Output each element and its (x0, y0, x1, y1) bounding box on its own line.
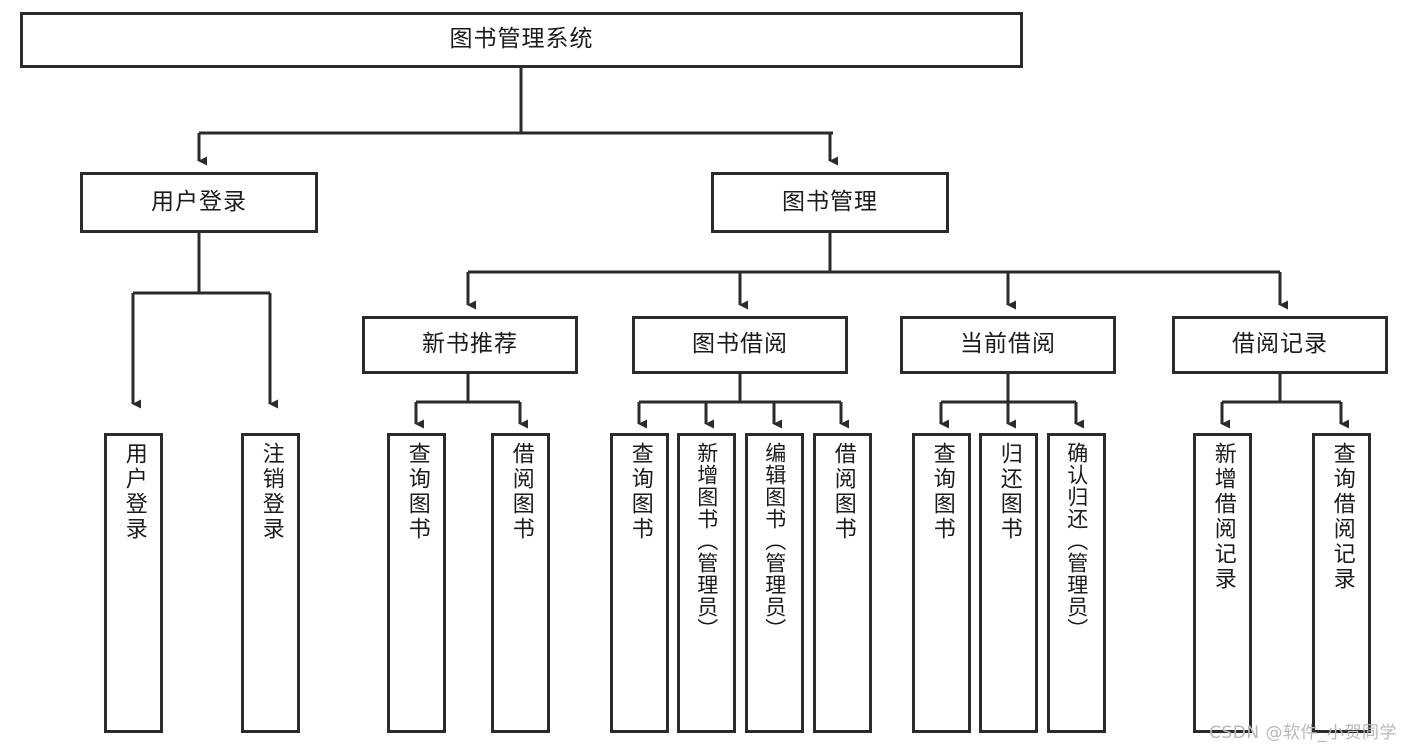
node-book-borrow-label: 图书借阅 (692, 331, 788, 358)
leaf-book-borrow-4[interactable]: 借阅图书 (813, 433, 872, 733)
leaf-label: 查询图书 (929, 442, 955, 542)
node-book-borrow[interactable]: 图书借阅 (632, 316, 848, 374)
node-new-book-rec[interactable]: 新书推荐 (362, 316, 578, 374)
leaf-book-borrow-1[interactable]: 查询图书 (610, 433, 669, 733)
node-root[interactable]: 图书管理系统 (20, 12, 1023, 68)
node-borrow-record-label: 借阅记录 (1232, 331, 1328, 358)
leaf-label: 查询借阅记录 (1329, 442, 1355, 592)
leaf-borrow-record-2[interactable]: 查询借阅记录 (1312, 433, 1371, 733)
leaf-book-borrow-3[interactable]: 编辑图书（管理员） (745, 433, 804, 733)
leaf-label: 查询图书 (627, 442, 653, 542)
leaf-label: 确认归还（管理员） (1064, 442, 1089, 640)
leaf-label: 归还图书 (996, 442, 1022, 542)
leaf-label: 借阅图书 (508, 442, 534, 542)
leaf-label: 用户登录 (121, 442, 147, 542)
node-book-manage[interactable]: 图书管理 (711, 172, 949, 233)
node-borrow-record[interactable]: 借阅记录 (1172, 316, 1388, 374)
leaf-user-login-1[interactable]: 用户登录 (104, 433, 163, 733)
leaf-current-borrow-1[interactable]: 查询图书 (912, 433, 971, 733)
leaf-label: 查询图书 (404, 442, 430, 542)
leaf-user-login-2[interactable]: 注销登录 (241, 433, 300, 733)
leaf-label: 新增图书（管理员） (694, 442, 719, 640)
node-current-borrow[interactable]: 当前借阅 (900, 316, 1116, 374)
leaf-label: 借阅图书 (830, 442, 856, 542)
leaf-current-borrow-2[interactable]: 归还图书 (979, 433, 1038, 733)
leaf-new-book-rec-2[interactable]: 借阅图书 (491, 433, 550, 733)
node-user-login[interactable]: 用户登录 (80, 172, 318, 233)
leaf-new-book-rec-1[interactable]: 查询图书 (387, 433, 446, 733)
leaf-borrow-record-1[interactable]: 新增借阅记录 (1193, 433, 1252, 733)
leaf-label: 注销登录 (258, 442, 284, 542)
leaf-label: 新增借阅记录 (1210, 442, 1236, 592)
node-user-login-label: 用户登录 (151, 188, 247, 215)
node-new-book-rec-label: 新书推荐 (422, 331, 518, 358)
node-current-borrow-label: 当前借阅 (960, 331, 1056, 358)
node-book-manage-label: 图书管理 (782, 188, 878, 215)
leaf-current-borrow-3[interactable]: 确认归还（管理员） (1047, 433, 1106, 733)
leaf-book-borrow-2[interactable]: 新增图书（管理员） (677, 433, 736, 733)
node-root-label: 图书管理系统 (449, 26, 594, 53)
leaf-label: 编辑图书（管理员） (762, 442, 787, 640)
